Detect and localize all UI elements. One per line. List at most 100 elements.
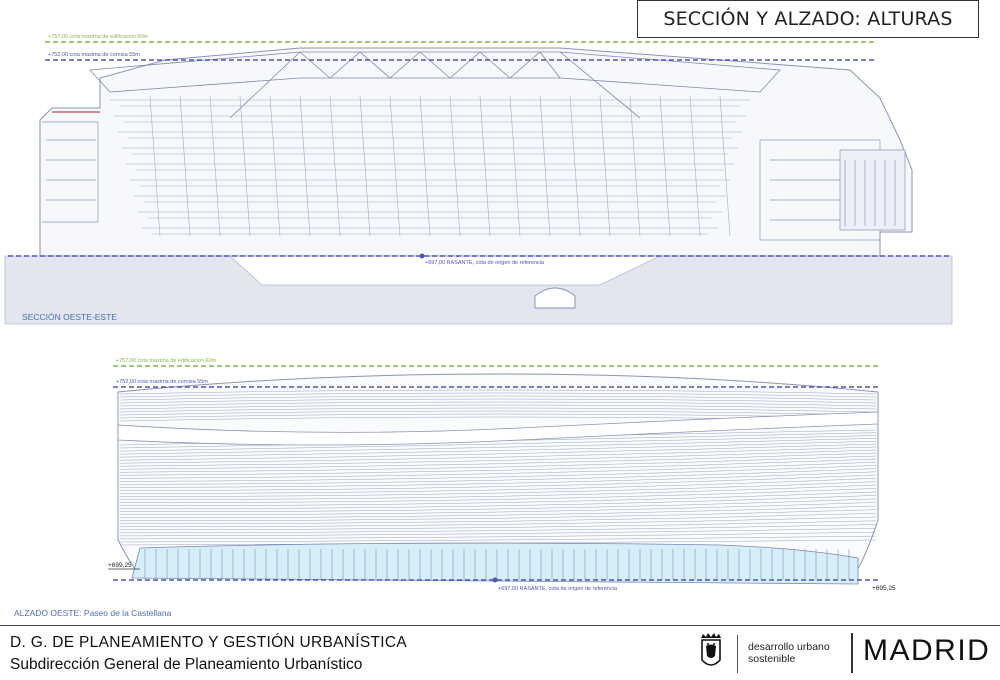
section-rib-line <box>179 95 191 237</box>
section-rib-line <box>329 95 341 237</box>
facade-line <box>119 491 877 506</box>
facade-line <box>119 407 877 413</box>
facade-line <box>119 410 877 416</box>
elevation-grade-label: +697,00 RASANTE, cota de origen de refer… <box>498 586 618 592</box>
section-stadium-outline <box>39 47 913 257</box>
facade-line <box>119 440 877 458</box>
facade-line <box>119 465 877 482</box>
facade-line <box>119 484 877 500</box>
section-tier-line <box>134 195 726 203</box>
footer: D. G. DE PLANEAMIENTO Y GESTIÓN URBANÍST… <box>0 625 1000 680</box>
section-tier-line <box>122 147 738 155</box>
section-rib-line <box>269 95 281 237</box>
elevation-level-left: +699,25 <box>108 562 132 569</box>
facade-line <box>119 516 877 528</box>
elevation-mullions <box>144 549 850 580</box>
elevation-max-cornice-label: +752,00 cota maxima de cornisa 55m <box>116 379 208 385</box>
facade-line <box>119 392 877 398</box>
sheet-title: SECCIÓN Y ALZADO: ALTURAS <box>637 0 979 38</box>
facade-line <box>119 452 877 470</box>
section-tier-line <box>110 99 750 107</box>
section-tier-line <box>138 211 722 219</box>
facade-line <box>119 505 877 518</box>
facade-line <box>119 535 877 543</box>
section-tier-line <box>130 179 730 187</box>
elevation-level-right: +695,25 <box>872 585 896 592</box>
dept-line1: desarrollo urbano <box>748 641 830 653</box>
facade-line <box>119 513 877 525</box>
section-max-building-label: +757,00 cota maxima de edificacion 60m <box>48 34 149 40</box>
facade-line <box>119 528 877 537</box>
facade-line <box>119 449 877 467</box>
elevation-grade-marker <box>492 577 498 583</box>
section-stands <box>110 95 750 237</box>
section-grade-label: +697,00 RASANTE, cota de origen de refer… <box>425 260 545 266</box>
facade-line <box>119 446 877 464</box>
madrid-crest-icon <box>701 633 721 666</box>
section-tier-line <box>118 131 742 139</box>
section-rib-line <box>449 95 461 237</box>
section-west-block <box>42 111 100 223</box>
facade-line <box>119 458 877 476</box>
madrid-logo-text: MADRID <box>863 634 991 667</box>
facade-line <box>119 438 877 455</box>
dept-name: desarrollo urbano sostenible <box>748 641 830 665</box>
section-drawing: +757,00 cota maxima de edificacion 60m +… <box>4 34 953 325</box>
facade-line <box>119 395 877 401</box>
section-roof-truss <box>89 51 781 119</box>
facade-line <box>119 488 877 503</box>
section-rib-line <box>419 95 431 237</box>
facade-line <box>119 461 877 479</box>
section-grade-marker <box>419 253 425 259</box>
section-rib-line <box>719 95 731 237</box>
facade-line <box>119 509 877 522</box>
section-max-cornice-label: +752,00 cota maxima de cornisa 55m <box>48 52 140 58</box>
section-rib-line <box>509 95 521 237</box>
elevation-max-building-label: +757,00 cota maxima de edificacion 60m <box>116 358 217 364</box>
facade-line <box>119 478 877 494</box>
facade-line <box>119 498 877 512</box>
dept-separator <box>737 635 738 673</box>
section-tunnel <box>534 287 576 309</box>
facade-line <box>119 404 877 410</box>
section-tier-line <box>126 163 734 171</box>
facade-line <box>119 495 877 509</box>
section-rib-line <box>659 95 671 237</box>
section-rib-line <box>389 95 401 237</box>
section-rib-line <box>599 95 611 237</box>
section-rib-line <box>359 95 371 237</box>
section-rib-line <box>299 95 311 237</box>
section-label: SECCIÓN OESTE-ESTE <box>22 312 117 322</box>
facade-line <box>119 474 877 491</box>
facade-line <box>119 471 877 488</box>
section-ground <box>4 255 953 325</box>
facade-line <box>119 531 877 540</box>
facade-line <box>119 524 877 534</box>
section-east-block <box>759 139 906 241</box>
elevation-band <box>117 411 879 446</box>
facade-line <box>119 389 877 395</box>
section-rib-line <box>569 95 581 237</box>
facade-line <box>119 502 877 515</box>
facade-line <box>119 455 877 473</box>
facade-line <box>119 401 877 407</box>
section-rib-line <box>689 95 701 237</box>
section-rib-line <box>149 95 161 237</box>
section-rib-line <box>629 95 641 237</box>
facade-line <box>119 398 877 404</box>
architectural-drawing: +757,00 cota maxima de edificacion 60m +… <box>4 34 953 618</box>
facade-line <box>119 443 877 461</box>
section-rib-line <box>239 95 251 237</box>
dept-line2: sostenible <box>748 653 796 665</box>
facade-line <box>119 468 877 485</box>
section-rib-line <box>539 95 551 237</box>
brand-separator <box>851 633 853 673</box>
section-rib-line <box>209 95 221 237</box>
section-tier-line <box>114 115 746 123</box>
elevation-drawing: +757,00 cota maxima de edificacion 60m +… <box>14 358 896 618</box>
facade-line <box>119 520 877 531</box>
elevation-glazed-base <box>131 542 859 585</box>
footer-department: D. G. DE PLANEAMIENTO Y GESTIÓN URBANÍST… <box>10 634 408 651</box>
elevation-facade-lines <box>119 389 877 546</box>
section-rib-line <box>479 95 491 237</box>
